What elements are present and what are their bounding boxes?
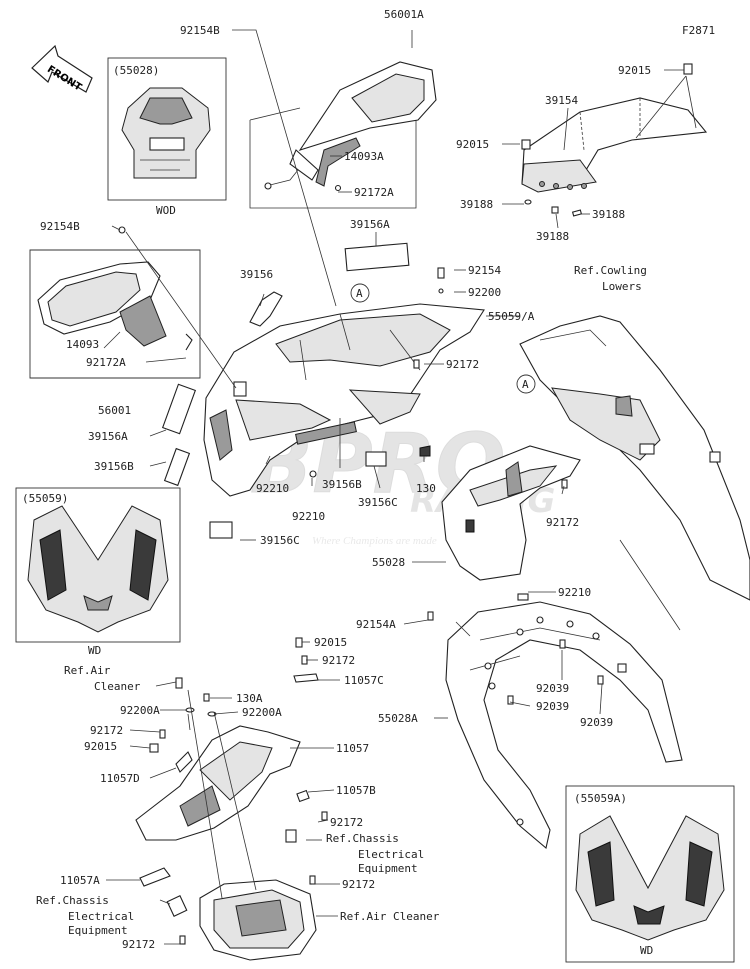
inset-wod: (55028) WOD: [107, 57, 227, 217]
label-14093A: 14093A: [344, 150, 384, 163]
label-92039-c: 92039: [580, 716, 613, 729]
label-92200: 92200: [468, 286, 501, 299]
stay-bracket: [135, 725, 310, 917]
inset-wod-caption: WOD: [156, 204, 176, 217]
label-92015-c: 92015: [84, 740, 117, 753]
label-ref-cowling-2: Lowers: [602, 280, 642, 293]
label-92172-c: 92172: [90, 724, 123, 737]
label-92015-r: 92015: [456, 138, 489, 151]
inner-panel-55028: [441, 445, 581, 601]
label-92015-tr: 92015: [618, 64, 651, 77]
upper-cowl: [203, 303, 485, 497]
label-39156A-left: 39156A: [88, 430, 128, 443]
label-11057D: 11057D: [100, 772, 140, 785]
label-55028A: 55028A: [378, 712, 418, 725]
label-ref-cowling-1: Ref.Cowling: [574, 264, 647, 277]
label-92154: 92154: [468, 264, 501, 277]
label-92210-b: 92210: [292, 510, 325, 523]
label-130A: 130A: [236, 692, 263, 705]
label-55059A: 55059/A: [488, 310, 535, 323]
callout-a-top-text: A: [356, 287, 363, 300]
watermark-tagline: Where Champions are made: [312, 535, 437, 547]
label-ref-air-cleaner: Ref.Air Cleaner: [340, 910, 440, 923]
label-130: 130: [416, 482, 436, 495]
label-ref-air-1: Ref.Air: [64, 664, 111, 677]
label-92172A-left: 92172A: [86, 356, 126, 369]
label-39188-a: 39188: [460, 198, 493, 211]
label-14093: 14093: [66, 338, 99, 351]
label-39156B-left: 39156B: [94, 460, 134, 473]
label-92172-d: 92172: [330, 816, 363, 829]
label-39156C-low: 39156C: [260, 534, 300, 547]
callout-a-right: A: [516, 374, 536, 394]
label-ref-chassis-l2: Electrical: [68, 910, 134, 923]
label-92172-mid: 92172: [446, 358, 479, 371]
inset-wd-left-caption: WD: [88, 644, 101, 657]
mirror-right-group: [249, 61, 437, 209]
label-92154A: 92154A: [356, 618, 396, 631]
label-11057B: 11057B: [336, 784, 376, 797]
label-39156A-top: 39156A: [350, 218, 390, 231]
inset-wd-left: (55059) WD: [15, 487, 181, 657]
inset-wd-left-code: (55059): [22, 492, 68, 505]
label-ref-chassis-r2: Electrical: [358, 848, 424, 861]
callout-a-top: A: [350, 283, 370, 303]
label-92172-b: 92172: [322, 654, 355, 667]
label-92154B-left: 92154B: [40, 220, 80, 233]
label-11057C: 11057C: [344, 674, 384, 687]
label-92015-mid: 92015: [314, 636, 347, 649]
label-ref-air-2: Cleaner: [94, 680, 141, 693]
label-11057: 11057: [336, 742, 369, 755]
label-39156: 39156: [240, 268, 273, 281]
label-39154: 39154: [545, 94, 578, 107]
label-ref-chassis-r1: Ref.Chassis: [326, 832, 399, 845]
label-92172-e: 92172: [342, 878, 375, 891]
mirror-left-group: [29, 226, 201, 379]
air-cleaner: [199, 879, 317, 961]
label-ref-chassis-l1: Ref.Chassis: [36, 894, 109, 907]
figure-code: F2871: [682, 24, 715, 37]
label-11057A: 11057A: [60, 874, 100, 887]
inner-cover-55028A: [445, 601, 683, 850]
label-39156C-mid: 39156C: [358, 496, 398, 509]
part-labels: 92154B 56001A 14093A 92172A 92015 39154 …: [36, 8, 651, 951]
label-92172-f: 92172: [122, 938, 155, 951]
label-56001: 56001: [98, 404, 131, 417]
windscreen: [521, 63, 708, 217]
front-arrow-icon: FRONT: [31, 44, 93, 94]
inset-wd-right-code: (55059A): [574, 792, 627, 805]
label-92210-c: 92210: [558, 586, 591, 599]
label-92172A-top: 92172A: [354, 186, 394, 199]
label-92200A-b: 92200A: [242, 706, 282, 719]
leader-lines: [103, 29, 697, 945]
label-39156B-mid: 39156B: [322, 478, 362, 491]
label-92039-a: 92039: [536, 682, 569, 695]
label-55028: 55028: [372, 556, 405, 569]
label-ref-chassis-l3: Equipment: [68, 924, 128, 937]
label-92200A-a: 92200A: [120, 704, 160, 717]
label-39188-b: 39188: [592, 208, 625, 221]
label-39188-c: 39188: [536, 230, 569, 243]
inset-wod-code: (55028): [113, 64, 159, 77]
label-56001A: 56001A: [384, 8, 424, 21]
label-92039-b: 92039: [536, 700, 569, 713]
label-ref-chassis-r3: Equipment: [358, 862, 418, 875]
label-92154B-top: 92154B: [180, 24, 220, 37]
loose-parts: [161, 242, 445, 539]
inset-wd-right: (55059A) WD: [565, 785, 735, 963]
cowling-lowers: [519, 315, 750, 601]
inset-wd-right-caption: WD: [640, 944, 653, 957]
label-92210-a: 92210: [256, 482, 289, 495]
label-92172-r: 92172: [546, 516, 579, 529]
callout-a-right-text: A: [522, 378, 529, 391]
